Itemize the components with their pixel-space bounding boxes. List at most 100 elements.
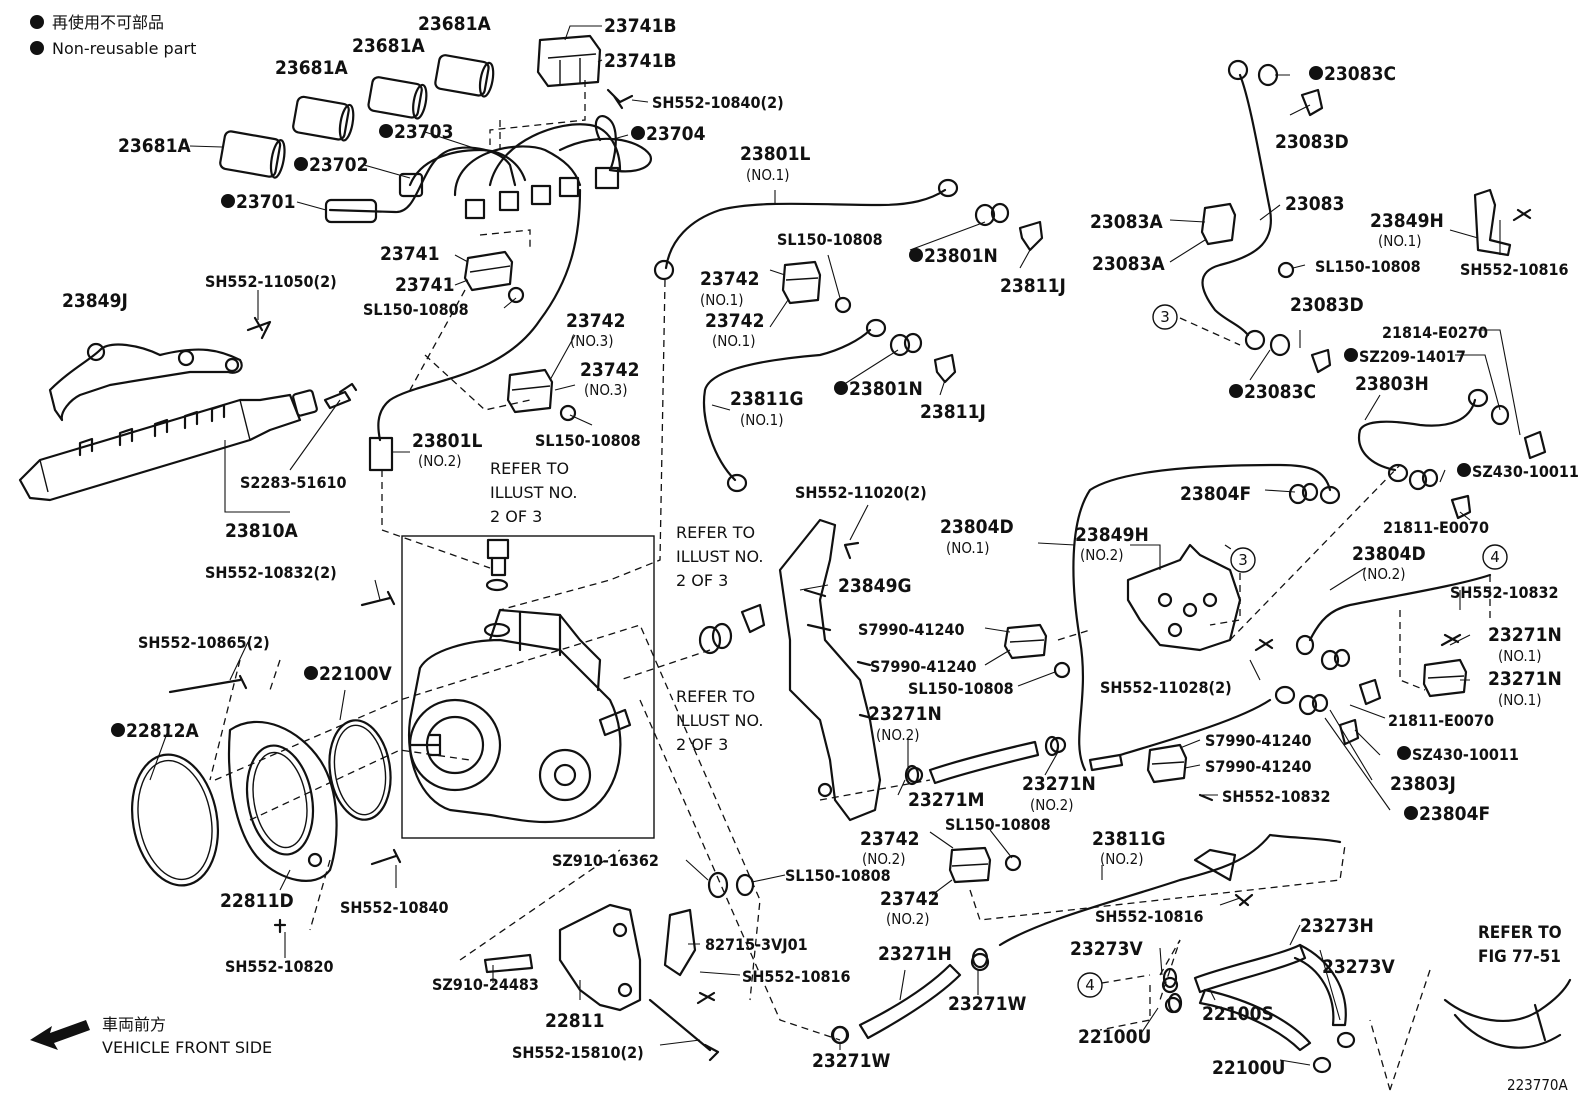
refer-fig-note[interactable]: REFER TO xyxy=(1478,923,1562,943)
part-label[interactable]: 23741B xyxy=(604,15,677,37)
part-label[interactable]: 23849H xyxy=(1075,524,1149,546)
part-label[interactable]: 23742 xyxy=(700,268,759,290)
part-label[interactable]: 23742 xyxy=(566,310,625,332)
part-label[interactable]: 23271W xyxy=(948,993,1026,1015)
part-label[interactable]: SZ910-24483 xyxy=(432,975,539,994)
part-label[interactable]: SL150-10808 xyxy=(363,300,469,319)
part-label[interactable]: 23083D xyxy=(1275,131,1349,153)
part-label[interactable]: 23271H xyxy=(878,943,952,965)
part-label[interactable]: 23704 xyxy=(646,123,706,145)
part-label[interactable]: 23271N xyxy=(1488,668,1562,690)
part-label[interactable]: SH552-10816 xyxy=(1460,260,1569,279)
part-label[interactable]: (NO.2) xyxy=(1030,796,1074,814)
part-label[interactable]: 23273V xyxy=(1070,938,1143,960)
part-label[interactable]: SH552-10816 xyxy=(1095,907,1204,926)
part-label[interactable]: 82715-3VJ01 xyxy=(705,935,808,954)
refer-note[interactable]: 2 OF 3 xyxy=(676,735,728,754)
callout-3[interactable]: 3 xyxy=(1152,304,1178,330)
part-label[interactable]: 23273H xyxy=(1300,915,1374,937)
part-label[interactable]: 22100U xyxy=(1078,1026,1151,1048)
part-label[interactable]: 23804F xyxy=(1180,483,1251,505)
part-label[interactable]: 23083A xyxy=(1092,253,1165,275)
part-label[interactable]: SH552-10820 xyxy=(225,957,334,976)
part-label[interactable]: 22811D xyxy=(220,890,294,912)
part-label[interactable]: SH552-15810(2) xyxy=(512,1043,644,1062)
callout-4[interactable]: 4 xyxy=(1482,544,1508,570)
part-label[interactable]: 22100S xyxy=(1202,1003,1274,1025)
part-label[interactable]: 23701 xyxy=(236,191,295,213)
part-label[interactable]: SH552-11050(2) xyxy=(205,272,337,291)
part-label[interactable]: 23849G xyxy=(838,575,912,597)
part-label[interactable]: 23271W xyxy=(812,1050,890,1072)
part-label[interactable]: 23271N xyxy=(1022,773,1096,795)
part-label[interactable]: 23801L xyxy=(740,143,810,165)
part-label[interactable]: S7990-41240 xyxy=(1205,731,1311,750)
refer-note[interactable]: 2 OF 3 xyxy=(676,571,728,590)
part-label[interactable]: (NO.3) xyxy=(570,332,614,350)
part-label[interactable]: 23801N xyxy=(849,378,923,400)
part-label[interactable]: 23803H xyxy=(1355,373,1429,395)
part-label[interactable]: 21811-E0070 xyxy=(1383,518,1489,537)
part-label[interactable]: 23083C xyxy=(1244,381,1316,403)
part-label[interactable]: 23083A xyxy=(1090,211,1163,233)
part-label[interactable]: 23811J xyxy=(920,401,986,423)
refer-note[interactable]: ILLUST NO. xyxy=(676,547,763,566)
part-label[interactable]: SL150-10808 xyxy=(1315,257,1421,276)
part-label[interactable]: 21811-E0070 xyxy=(1388,711,1494,730)
part-label[interactable]: 21814-E0270 xyxy=(1382,323,1488,342)
refer-note[interactable]: REFER TO xyxy=(490,459,569,478)
part-label[interactable]: S2283-51610 xyxy=(240,473,346,492)
part-label[interactable]: (NO.2) xyxy=(862,850,906,868)
part-label[interactable]: (NO.2) xyxy=(886,910,930,928)
part-label[interactable]: SL150-10808 xyxy=(777,230,883,249)
part-label[interactable]: 22100V xyxy=(319,663,392,685)
part-label[interactable]: SH552-10832 xyxy=(1222,787,1331,806)
part-label[interactable]: 23801L xyxy=(412,430,482,452)
part-label[interactable]: S7990-41240 xyxy=(870,657,976,676)
part-label[interactable]: (NO.1) xyxy=(1378,232,1422,250)
refer-note[interactable]: 2 OF 3 xyxy=(490,507,542,526)
part-label[interactable]: S7990-41240 xyxy=(1205,757,1311,776)
part-label[interactable]: 23681A xyxy=(118,135,191,157)
part-label[interactable]: 23811G xyxy=(730,388,804,410)
part-label[interactable]: (NO.2) xyxy=(1080,546,1124,564)
part-label[interactable]: 23703 xyxy=(394,121,453,143)
part-label[interactable]: 23083D xyxy=(1290,294,1364,316)
part-label[interactable]: SZ209-14017 xyxy=(1359,347,1466,366)
refer-note[interactable]: REFER TO xyxy=(676,523,755,542)
part-label[interactable]: 23811J xyxy=(1000,275,1066,297)
part-label[interactable]: SH552-11028(2) xyxy=(1100,678,1232,697)
part-label[interactable]: SZ430-10011 xyxy=(1472,462,1579,481)
part-label[interactable]: 23742 xyxy=(580,359,639,381)
callout-3[interactable]: 3 xyxy=(1230,547,1256,573)
part-label[interactable]: 23849H xyxy=(1370,210,1444,232)
part-label[interactable]: (NO.2) xyxy=(1100,850,1144,868)
part-label[interactable]: SL150-10808 xyxy=(535,431,641,450)
part-label[interactable]: SH552-10832 xyxy=(1450,583,1559,602)
part-label[interactable]: (NO.3) xyxy=(584,381,628,399)
refer-note[interactable]: ILLUST NO. xyxy=(490,483,577,502)
part-label[interactable]: (NO.1) xyxy=(740,411,784,429)
part-label[interactable]: SH552-10816 xyxy=(742,967,851,986)
part-label[interactable]: (NO.1) xyxy=(746,166,790,184)
part-label[interactable]: SH552-11020(2) xyxy=(795,483,927,502)
part-label[interactable]: (NO.1) xyxy=(700,291,744,309)
part-label[interactable]: 22812A xyxy=(126,720,199,742)
part-label[interactable]: SL150-10808 xyxy=(945,815,1051,834)
part-label[interactable]: 23271N xyxy=(868,703,942,725)
part-label[interactable]: 23803J xyxy=(1390,773,1456,795)
part-label[interactable]: (NO.2) xyxy=(1362,565,1406,583)
part-label[interactable]: 23083 xyxy=(1285,193,1344,215)
part-label[interactable]: 23811G xyxy=(1092,828,1166,850)
part-label[interactable]: 23273V xyxy=(1322,956,1395,978)
part-label[interactable]: 23741B xyxy=(604,50,677,72)
part-label[interactable]: 23681A xyxy=(352,35,425,57)
part-label[interactable]: SH552-10840(2) xyxy=(652,93,784,112)
refer-fig-note[interactable]: FIG 77-51 xyxy=(1478,947,1561,967)
part-label[interactable]: 23271M xyxy=(908,789,984,811)
part-label[interactable]: 23849J xyxy=(62,290,128,312)
part-label[interactable]: SH552-10840 xyxy=(340,898,449,917)
part-label[interactable]: (NO.1) xyxy=(712,332,756,350)
part-label[interactable]: SL150-10808 xyxy=(908,679,1014,698)
part-label[interactable]: 23810A xyxy=(225,520,298,542)
